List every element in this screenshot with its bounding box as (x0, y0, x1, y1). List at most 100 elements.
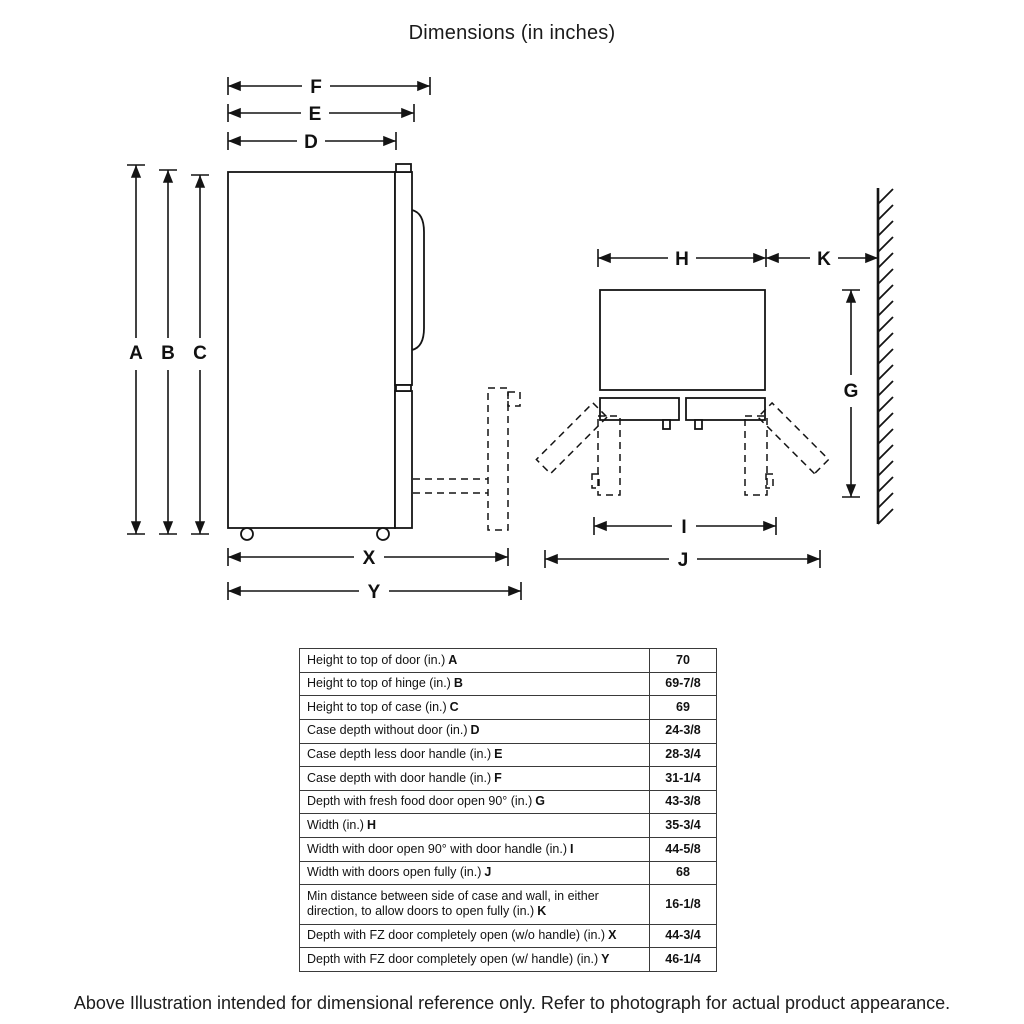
dim-value-cell: 35-3/4 (649, 813, 717, 838)
dim-letter: I (570, 841, 574, 856)
dim-description: Width with door open 90° with door handl… (307, 841, 568, 856)
dim-letter: H (366, 817, 376, 832)
table-row: Depth with FZ door completely open (w/o … (299, 923, 717, 949)
table-row: Depth with FZ door completely open (w/ h… (299, 947, 717, 972)
dim-label-cell: Case depth without door (in.)D (299, 718, 650, 744)
dim-letter: J (484, 865, 492, 880)
dim-label-cell: Depth with fresh food door open 90° (in.… (299, 789, 650, 815)
dim-description: Width with doors open fully (in.) (307, 865, 482, 880)
dim-value-cell: 16-1/8 (649, 884, 717, 925)
dim-letter: C (449, 699, 459, 714)
table-row: Width with door open 90° with door handl… (299, 837, 717, 862)
dim-letter: A (448, 652, 458, 667)
side-view (227, 163, 425, 541)
dim-label-a: A (129, 343, 143, 364)
diagram-title: Dimensions (in inches) (408, 22, 616, 44)
dim-value-cell: 69 (649, 695, 717, 720)
door-handle (694, 419, 703, 430)
dim-description: Case depth less door handle (in.) (307, 747, 492, 761)
dim-letter: F (494, 770, 502, 785)
table-row: Width (in.)H 35-3/4 (299, 813, 717, 838)
caster-wheel (376, 527, 390, 541)
dim-C: C (191, 174, 209, 535)
dim-description: Case depth with door handle (in.) (307, 770, 492, 785)
dim-description: Height to top of case (in.) (307, 699, 447, 714)
dim-B: B (159, 169, 177, 535)
dim-value-cell: 44-5/8 (649, 837, 717, 862)
dim-label-i: I (681, 517, 686, 538)
dim-H: H (597, 249, 767, 270)
dim-label-e: E (309, 104, 322, 125)
wall (876, 188, 894, 525)
freezer-handle-dashed (507, 391, 521, 407)
dim-letter: E (494, 747, 503, 761)
dim-X: X (227, 548, 509, 569)
table-row: Case depth with door handle (in.)F 31-1/… (299, 766, 717, 791)
table-row: Height to top of hinge (in.)B 69-7/8 (299, 671, 717, 697)
dim-label-cell: Width with doors open fully (in.)J (299, 860, 650, 886)
dim-K: K (766, 249, 879, 270)
dim-value-cell: 68 (649, 860, 717, 886)
dim-label-cell: Min distance between side of case and wa… (299, 884, 650, 925)
dim-label-cell: Case depth less door handle (in.)E (299, 742, 650, 768)
dim-description: Depth with FZ door completely open (w/o … (307, 928, 606, 942)
dim-value-cell: 70 (649, 648, 717, 673)
dim-letter: D (470, 723, 480, 738)
dim-value-cell: 69-7/8 (649, 671, 717, 697)
dim-label-cell: Depth with FZ door completely open (w/ h… (299, 947, 650, 972)
dim-Y: Y (227, 582, 522, 603)
dim-label-cell: Depth with FZ door completely open (w/o … (299, 923, 650, 949)
dim-label-h: H (675, 249, 689, 270)
dim-letter: G (535, 794, 546, 809)
table-row: Width with doors open fully (in.)J 68 (299, 860, 717, 886)
dim-label-cell: Height to top of door (in.)A (299, 648, 650, 673)
wall-hatching (877, 188, 894, 525)
dim-A: A (127, 164, 145, 535)
table-row: Case depth without door (in.)D 24-3/8 (299, 718, 717, 744)
dim-E: E (227, 104, 415, 125)
table-row: Min distance between side of case and wa… (299, 884, 717, 925)
dim-description: Depth with FZ door completely open (w/ h… (307, 951, 599, 966)
dim-value-cell: 46-1/4 (649, 947, 717, 972)
top-view (599, 289, 766, 430)
mid-hinge (395, 384, 412, 392)
table-row: Depth with fresh food door open 90° (in.… (299, 789, 717, 815)
dim-value-cell: 43-3/8 (649, 789, 717, 815)
dim-description: Height to top of door (in.) (307, 652, 446, 667)
table-row: Height to top of case (in.)C 69 (299, 695, 717, 720)
dim-value-cell: 28-3/4 (649, 742, 717, 768)
dim-J: J (544, 550, 821, 571)
dim-label-y: Y (368, 582, 381, 603)
dim-label-cell: Case depth with door handle (in.)F (299, 766, 650, 791)
door-handle (411, 209, 425, 351)
door-handle (662, 419, 671, 430)
dim-label-cell: Height to top of case (in.)C (299, 695, 650, 720)
freezer-door-open-dashed (413, 387, 521, 531)
caster-wheel (240, 527, 254, 541)
dimensions-table: Height to top of door (in.)A 70 Height t… (299, 648, 717, 972)
dim-label-x: X (363, 548, 376, 569)
dim-description: Case depth without door (in.) (307, 723, 468, 738)
dim-value-cell: 44-3/4 (649, 923, 717, 949)
dim-value-cell: 24-3/8 (649, 718, 717, 744)
dim-description: Width (in.) (307, 817, 364, 832)
dim-letter: X (608, 928, 617, 942)
dim-description: Min distance between side of case and wa… (307, 888, 599, 919)
dim-letter: B (453, 676, 463, 691)
dim-label-g: G (844, 381, 859, 402)
dim-G: G (842, 289, 860, 498)
dim-letter: Y (601, 951, 610, 966)
table-row: Case depth less door handle (in.)E 28-3/… (299, 742, 717, 768)
dim-label-cell: Width (in.)H (299, 813, 650, 838)
dim-label-f: F (310, 77, 322, 98)
dim-I: I (593, 517, 777, 538)
dim-label-j: J (678, 550, 689, 571)
dim-value-cell: 31-1/4 (649, 766, 717, 791)
dim-label-b: B (161, 343, 175, 364)
top-hinge (395, 163, 412, 173)
doors-open-dashed (535, 401, 830, 496)
dim-label-cell: Height to top of hinge (in.)B (299, 671, 650, 697)
dim-description: Depth with fresh food door open 90° (in.… (307, 794, 533, 809)
dim-letter: K (537, 904, 547, 919)
